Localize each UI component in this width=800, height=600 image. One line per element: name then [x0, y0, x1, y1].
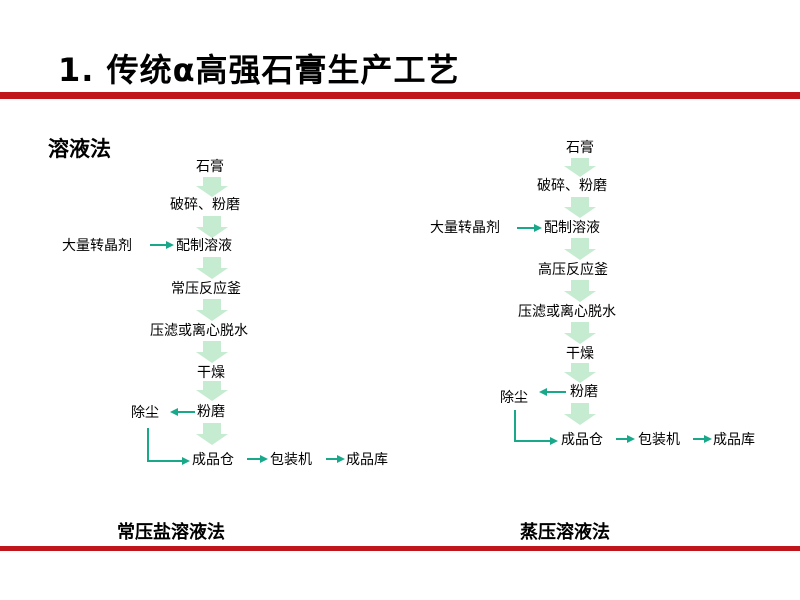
footer-divider-bar: [0, 546, 800, 551]
flow-down-arrow: [564, 403, 596, 425]
step-dewater: 压滤或离心脱水: [150, 323, 248, 339]
step-reactor: 常压反应釜: [171, 281, 241, 297]
step-gypsum: 石膏: [566, 140, 594, 156]
flow-down-arrow: [196, 257, 228, 279]
flow-down-arrow: [196, 216, 228, 238]
dust-removal-label: 除尘: [131, 405, 159, 421]
flow-down-arrow: [564, 238, 596, 260]
slide-title: 1. 传统α高强石膏生产工艺: [58, 51, 460, 89]
final-packing-machine: 包装机: [270, 452, 312, 468]
step-gypsum: 石膏: [196, 159, 224, 175]
method-label: 溶液法: [48, 137, 111, 161]
dust-return-arrow: [147, 428, 190, 465]
right-flow-caption: 蒸压溶液法: [520, 522, 610, 543]
step-crush-grind: 破碎、粉磨: [170, 197, 240, 213]
final-packing-machine: 包装机: [638, 432, 680, 448]
step-dry: 干燥: [566, 346, 594, 362]
step-crush-grind: 破碎、粉磨: [537, 178, 607, 194]
flow-down-arrow: [196, 381, 228, 401]
step-prepare-solution: 配制溶液: [176, 238, 232, 254]
step-reactor: 高压反应釜: [538, 262, 608, 278]
additive-label: 大量转晶剂: [430, 220, 500, 236]
flow-down-arrow: [196, 299, 228, 321]
final-product-silo: 成品仓: [561, 432, 603, 448]
step-dewater: 压滤或离心脱水: [518, 304, 616, 320]
flow-down-arrow: [564, 158, 596, 177]
step-grind: 粉磨: [570, 384, 598, 400]
additive-label: 大量转晶剂: [62, 238, 132, 254]
final-warehouse: 成品库: [346, 452, 388, 468]
flow-down-arrow: [196, 177, 228, 197]
left-flow-caption: 常压盐溶液法: [117, 522, 225, 543]
flow-down-arrow: [564, 322, 596, 344]
title-divider-bar: [0, 92, 800, 99]
final-product-silo: 成品仓: [192, 452, 234, 468]
step-dry: 干燥: [197, 365, 225, 381]
flow-down-arrow: [564, 363, 596, 383]
step-grind: 粉磨: [197, 404, 225, 420]
dust-removal-label: 除尘: [500, 390, 528, 406]
dust-return-arrow: [514, 410, 558, 445]
final-warehouse: 成品库: [713, 432, 755, 448]
step-prepare-solution: 配制溶液: [544, 220, 600, 236]
flow-down-arrow: [564, 197, 596, 218]
flow-down-arrow: [196, 341, 228, 363]
flow-down-arrow: [564, 280, 596, 302]
flow-down-arrow: [196, 423, 228, 445]
